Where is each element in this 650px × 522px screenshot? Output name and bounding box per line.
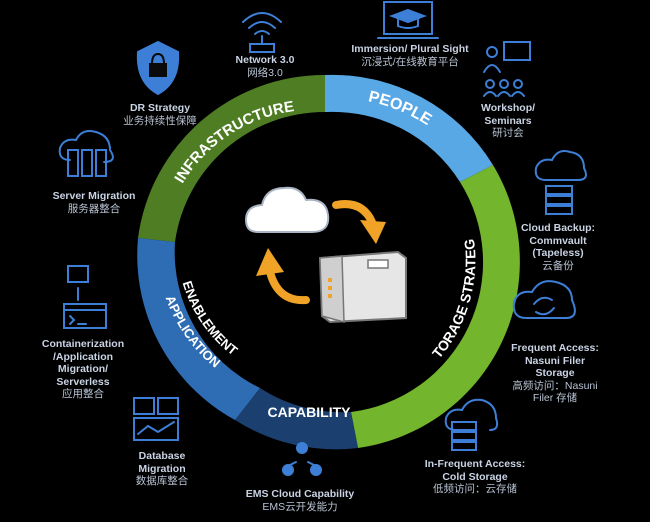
- immersion-label: Immersion/ Plural Sight 沉浸式/在线教育平台: [340, 43, 480, 68]
- workshop-label: Workshop/ Seminars 研讨会: [468, 102, 548, 140]
- ems-en: EMS Cloud Capability: [245, 488, 355, 500]
- server-cloud-icon: [58, 130, 114, 177]
- cloud-backup-en3: (Tapeless): [532, 247, 584, 259]
- container-cn: 应用整合: [62, 388, 104, 400]
- workshop-presenter-icon: [483, 41, 531, 97]
- capability-label: CAPABILITY: [268, 404, 352, 420]
- database-migration-label: Database Migration 数据库整合: [112, 450, 212, 488]
- database-en2: Migration: [138, 462, 186, 475]
- capability-segment: [235, 388, 358, 450]
- infrequent-en2: Cold Storage: [442, 470, 508, 483]
- containerization-label: Containerization /Application Migration/…: [28, 338, 138, 401]
- container-en2: /Application: [52, 350, 114, 363]
- arrow-cloud-to-storage-icon: [332, 200, 376, 226]
- network-en: Network 3.0: [235, 54, 295, 66]
- immersion-en: Immersion/ Plural Sight: [351, 43, 469, 55]
- cloud-sync-icon: [512, 280, 576, 319]
- application-enablement-segment: [137, 238, 260, 420]
- cloud-backup-cn: 云备份: [542, 259, 574, 272]
- arrow-storage-to-cloud-icon: [266, 268, 310, 305]
- network-wifi-icon: [242, 12, 282, 53]
- storage-strategy-segment: [351, 165, 520, 448]
- dr-label: DR Strategy 业务持续性保障: [110, 102, 210, 127]
- infrequent-en1: In-Frequent Access:: [424, 458, 526, 470]
- container-en3: Migration/: [57, 363, 109, 375]
- shield-lock-icon: [136, 40, 180, 96]
- server-migration-en: Server Migration: [52, 190, 136, 202]
- cloud-icon: [244, 186, 330, 233]
- network-label: Network 3.0 网络3.0: [225, 54, 305, 79]
- workshop-cn: 研讨会: [492, 127, 524, 139]
- arrowhead-down-icon: [360, 220, 386, 244]
- frequent-cn2: Filer 存储: [532, 392, 578, 404]
- cloud-backup-label: Cloud Backup: Commvault (Tapeless) 云备份: [508, 222, 608, 272]
- cloud-backup-en1: Cloud Backup:: [520, 222, 596, 234]
- people-segment: [325, 74, 493, 182]
- database-dashboard-icon: [133, 397, 179, 441]
- workshop-en1: Workshop/: [480, 102, 536, 114]
- frequent-en3: Storage: [535, 367, 575, 379]
- cloud-storage-icon: [444, 398, 499, 451]
- container-terminal-icon: [63, 265, 107, 329]
- frequent-en2: Nasuni Filer: [524, 354, 586, 367]
- dr-en: DR Strategy: [129, 102, 191, 114]
- workshop-en2: Seminars: [484, 114, 532, 127]
- infrastructure-segment: [138, 74, 325, 242]
- dr-cn: 业务持续性保障: [123, 114, 197, 127]
- frequent-en1: Frequent Access:: [511, 342, 599, 354]
- frequent-access-label: Frequent Access: Nasuni Filer Storage 高频…: [490, 342, 620, 405]
- ems-cn: EMS云开发能力: [262, 500, 338, 513]
- team-network-icon: [282, 442, 322, 476]
- storage-server-icon: [318, 250, 407, 324]
- database-cn: 数据库整合: [135, 475, 189, 487]
- container-en4: Serverless: [56, 375, 110, 388]
- network-cn: 网络3.0: [247, 66, 283, 79]
- server-migration-label: Server Migration 服务器整合: [38, 190, 150, 215]
- infrequent-access-label: In-Frequent Access: Cold Storage 低频访问：云存…: [410, 458, 540, 496]
- frequent-cn1: 高频访问：Nasuni: [512, 379, 598, 392]
- server-migration-cn: 服务器整合: [67, 202, 121, 215]
- cloud-backup-en2: Commvault: [529, 234, 587, 247]
- infrequent-cn: 低频访问：云存储: [433, 483, 517, 495]
- immersion-cn: 沉浸式/在线教育平台: [361, 55, 459, 68]
- arrowhead-up-icon: [256, 248, 284, 276]
- container-en1: Containerization: [41, 338, 125, 350]
- database-en1: Database: [138, 450, 186, 462]
- laptop-graduation-icon: [377, 1, 439, 39]
- cloud-backup-icon: [534, 150, 587, 215]
- ems-label: EMS Cloud Capability EMS云开发能力: [230, 488, 370, 513]
